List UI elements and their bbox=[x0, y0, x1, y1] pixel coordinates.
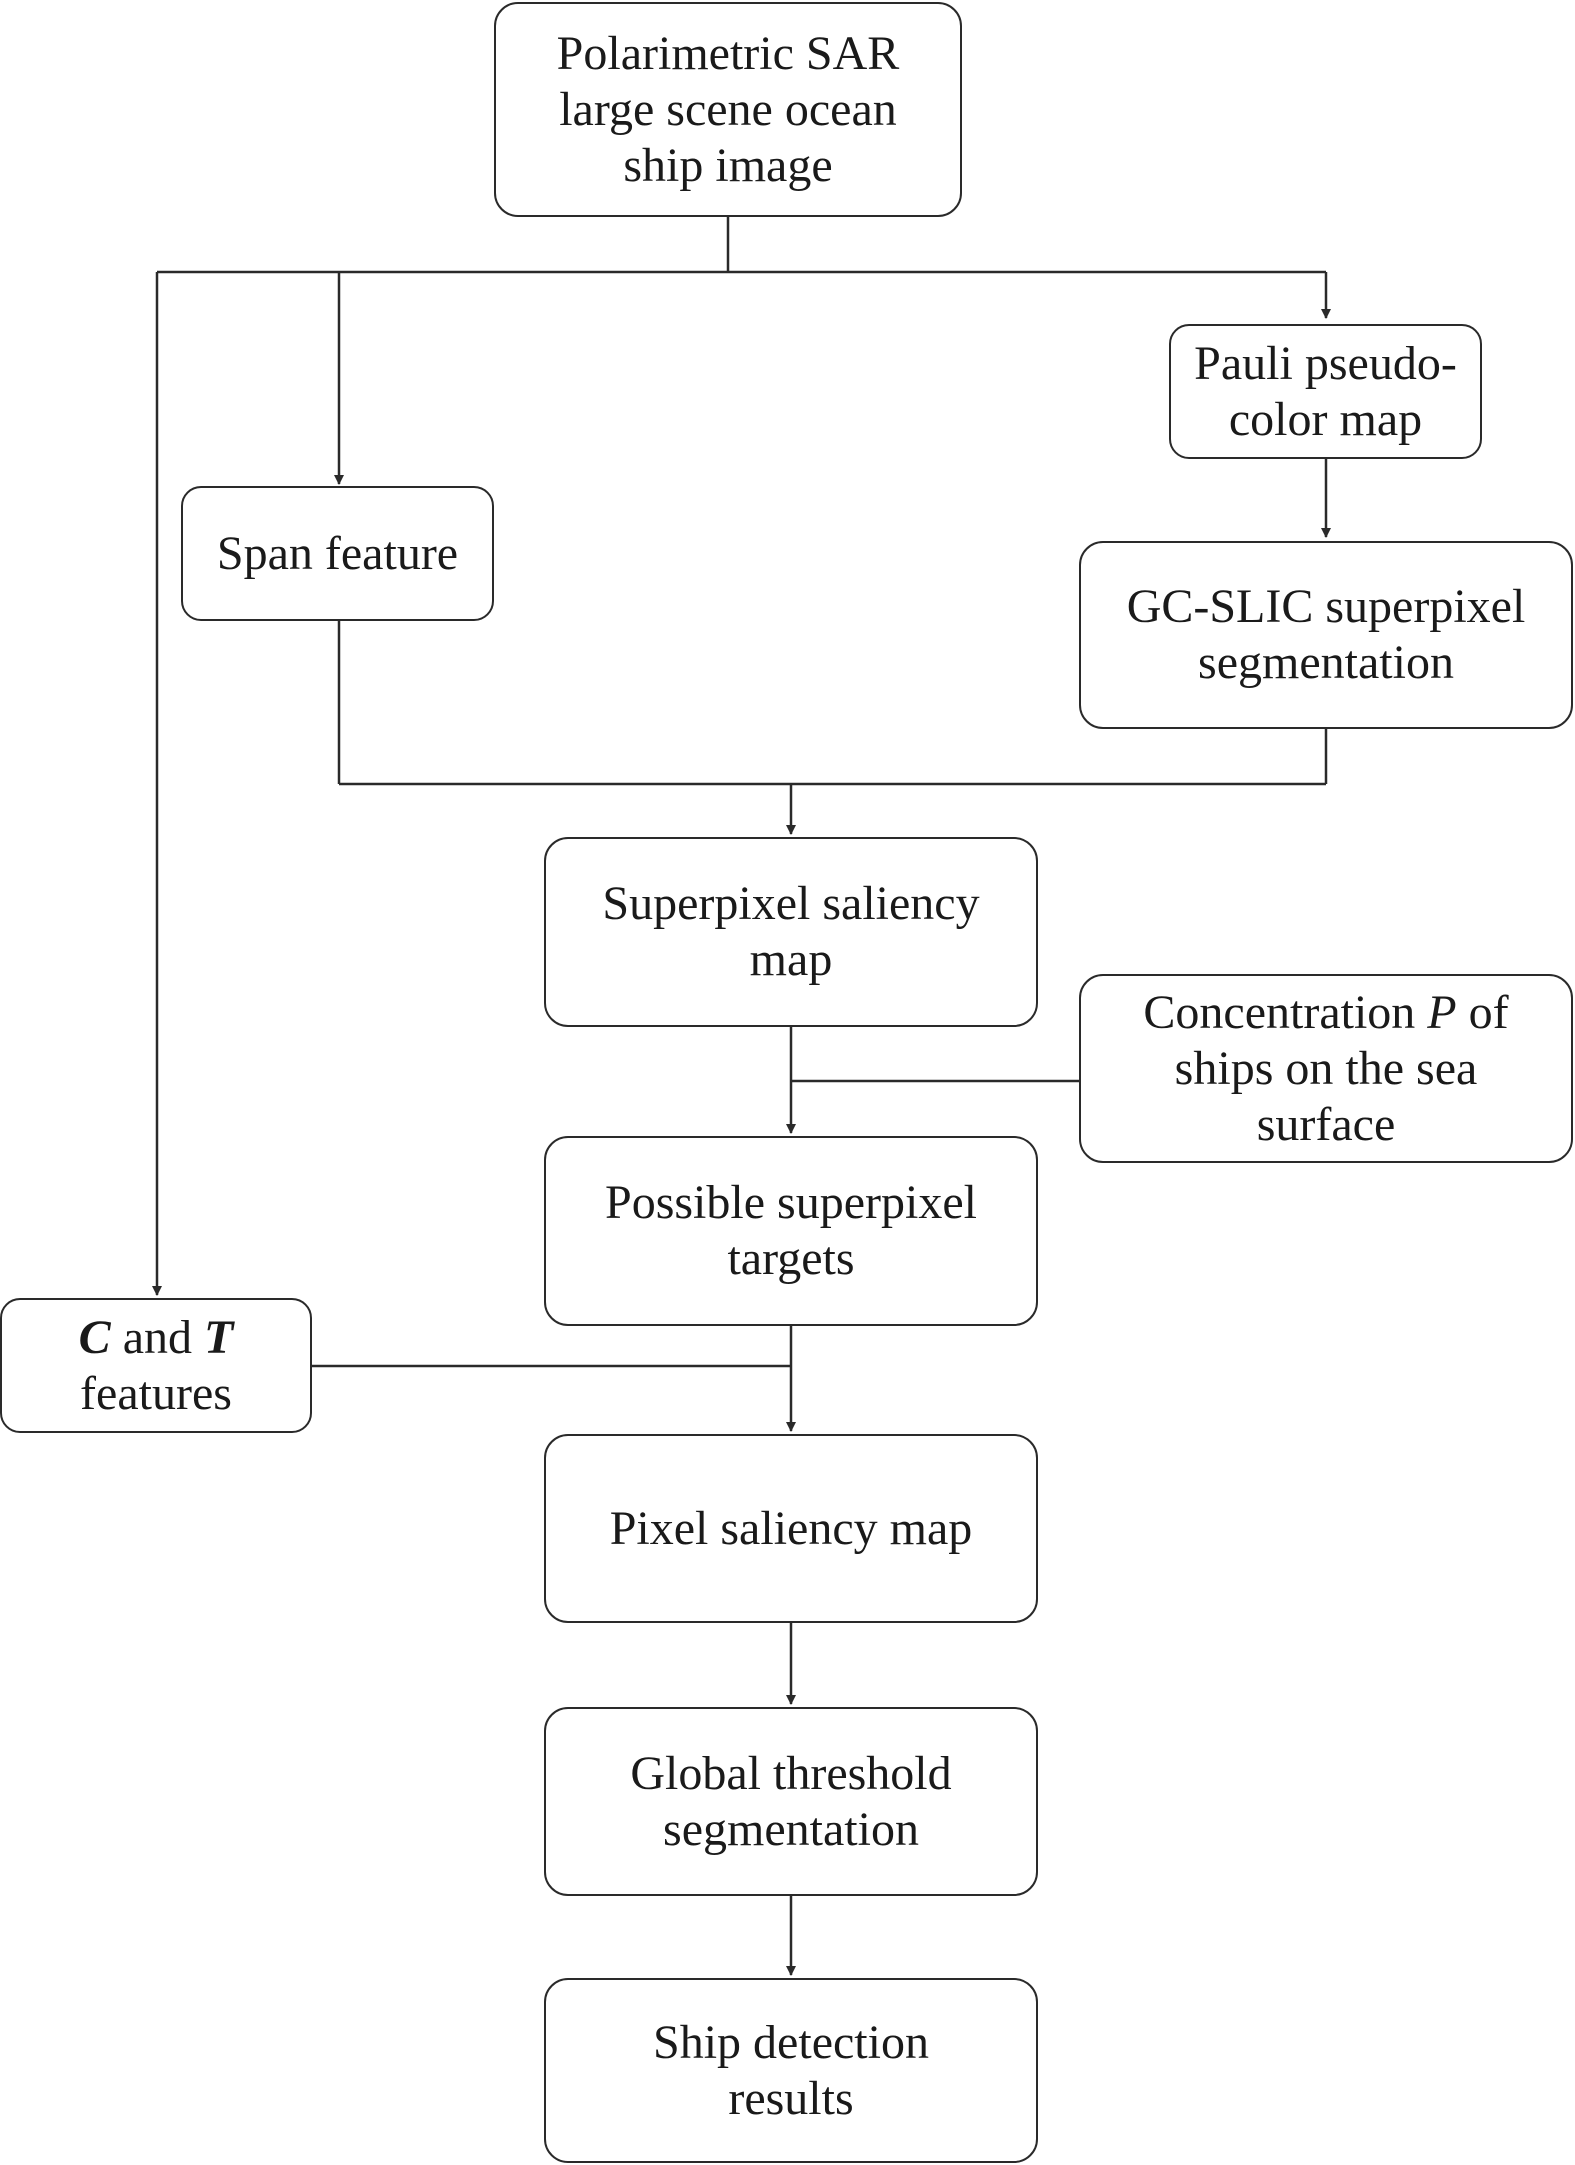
node-label-line: C and T bbox=[79, 1310, 234, 1366]
variable-p: P bbox=[1427, 985, 1457, 1039]
node-possible-superpixel-targets: Possible superpixel targets bbox=[544, 1136, 1038, 1326]
concentration-text: Concentration bbox=[1143, 985, 1428, 1039]
node-concentration-p: Concentration P of ships on the sea surf… bbox=[1079, 974, 1573, 1163]
node-label-line: Global threshold bbox=[630, 1746, 952, 1800]
node-label-line: features bbox=[80, 1366, 232, 1420]
node-label-line: GC-SLIC superpixel bbox=[1126, 580, 1526, 633]
node-ship-detection-results: Ship detection results bbox=[544, 1978, 1038, 2163]
node-c-and-t-features: C and T features bbox=[0, 1298, 312, 1433]
node-pixel-saliency-map: Pixel saliency map bbox=[544, 1434, 1038, 1623]
node-label-line: large scene ocean bbox=[559, 82, 897, 136]
node-label-line: Possible superpixel bbox=[605, 1176, 977, 1229]
node-label-line: Pauli pseudo- bbox=[1194, 336, 1457, 390]
node-polarimetric-sar-image: Polarimetric SAR large scene ocean ship … bbox=[494, 2, 962, 217]
node-label-line: targets bbox=[727, 1232, 855, 1285]
node-label-line: results bbox=[728, 2071, 854, 2125]
node-label-line: ship image bbox=[623, 138, 833, 192]
variable-t: T bbox=[204, 1310, 234, 1364]
node-pauli-pseudo-color-map: Pauli pseudo- color map bbox=[1169, 324, 1482, 459]
node-label-line: surface bbox=[1256, 1097, 1396, 1151]
concentration-of: of bbox=[1456, 985, 1509, 1039]
node-label-line: Polarimetric SAR bbox=[556, 26, 900, 80]
node-label-line: segmentation bbox=[1198, 636, 1454, 689]
node-label-line: segmentation bbox=[663, 1802, 919, 1856]
node-label-line: color map bbox=[1228, 392, 1423, 446]
node-gcslic-segmentation: GC-SLIC superpixel segmentation bbox=[1079, 541, 1573, 729]
node-label-line: Ship detection bbox=[653, 2015, 929, 2069]
node-superpixel-saliency-map: Superpixel saliency map bbox=[544, 837, 1038, 1027]
ct-and-text: and bbox=[110, 1310, 204, 1364]
node-label-line: map bbox=[749, 933, 833, 986]
node-label-line: ships on the sea bbox=[1174, 1041, 1478, 1095]
node-label-line: Concentration P of bbox=[1143, 985, 1508, 1041]
node-span-feature: Span feature bbox=[181, 486, 494, 621]
node-label-line: Span feature bbox=[216, 526, 459, 580]
node-label-line: Superpixel saliency bbox=[602, 877, 980, 930]
node-label-line: Pixel saliency map bbox=[609, 1501, 973, 1555]
variable-c: C bbox=[78, 1310, 111, 1364]
node-global-threshold-segmentation: Global threshold segmentation bbox=[544, 1707, 1038, 1896]
